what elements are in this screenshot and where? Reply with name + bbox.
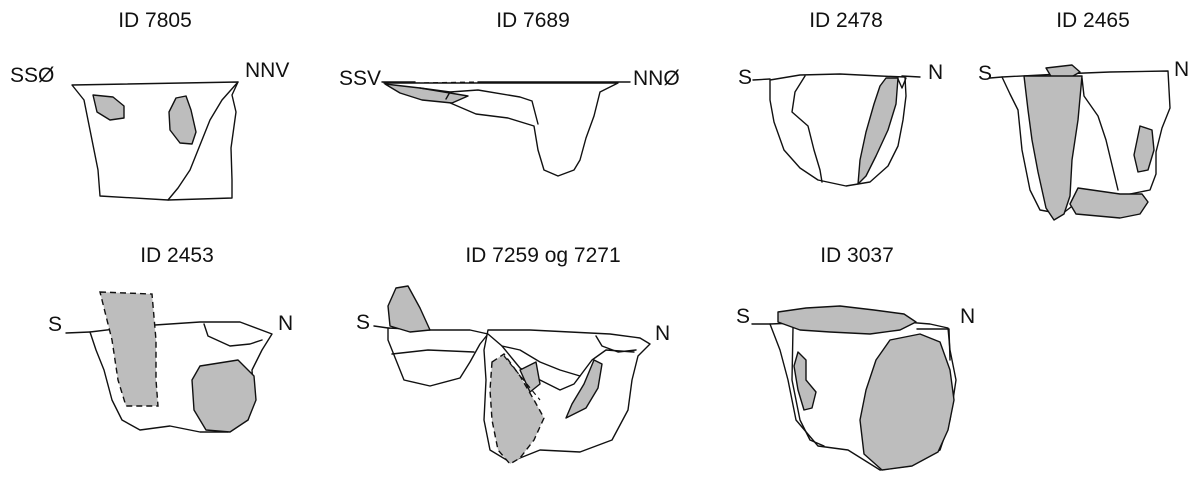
stone-feature: [168, 95, 197, 145]
orientation-right: N: [278, 312, 293, 335]
section-title: ID 2465: [1056, 9, 1130, 32]
section-title: ID 2478: [809, 9, 883, 32]
section-id-7259-og-7271: ID 7259 og 7271 S N: [356, 244, 670, 465]
layer-boundary: [916, 328, 951, 361]
surface-line: [901, 75, 921, 78]
layer-boundary: [391, 349, 475, 355]
orientation-right: NNV: [245, 59, 289, 82]
layer-boundary: [791, 75, 823, 183]
layer-boundary: [595, 335, 637, 353]
orientation-right: NNØ: [633, 67, 680, 90]
stone-feature: [1133, 125, 1155, 173]
section-title: ID 7689: [496, 9, 570, 32]
orientation-right: N: [1174, 58, 1189, 81]
stone-feature: [92, 94, 125, 121]
layer-boundary: [897, 77, 907, 89]
section-outline-left: [387, 327, 489, 387]
stone-feature: [387, 285, 431, 333]
layer-boundary: [419, 87, 451, 93]
section-id-2478: ID 2478 S N: [738, 9, 943, 187]
stone-feature: [793, 351, 817, 411]
surface-line: [752, 78, 771, 81]
orientation-right: N: [655, 322, 670, 345]
section-id-2453: ID 2453 S N: [48, 244, 293, 433]
layer-boundary: [445, 89, 539, 125]
stone-feature: [1023, 75, 1083, 221]
dashed-boundary: [503, 355, 541, 401]
section-id-3037: ID 3037 S N: [736, 244, 975, 471]
section-id-7805: ID 7805 SSØ NNV: [10, 9, 289, 201]
section-title: ID 7259 og 7271: [465, 244, 620, 267]
stone-feature: [857, 77, 899, 185]
orientation-left: SSØ: [10, 64, 54, 87]
stone-feature-dashed: [99, 291, 159, 407]
section-title: ID 7805: [118, 9, 192, 32]
orientation-left: SSV: [339, 67, 381, 90]
orientation-right: N: [928, 61, 943, 84]
orientation-left: S: [738, 66, 752, 89]
surface-line: [65, 331, 91, 334]
surface-line: [989, 76, 1003, 79]
stone-feature: [191, 359, 257, 433]
orientation-left: S: [736, 305, 750, 328]
orientation-left: S: [356, 311, 370, 334]
orientation-left: S: [48, 313, 62, 336]
stone-feature-dashed: [489, 353, 545, 465]
surface-line: [373, 325, 389, 329]
section-id-7689: ID 7689 SSV NNØ: [339, 9, 680, 177]
stone-feature: [519, 361, 541, 393]
layer-boundary: [791, 327, 825, 447]
layer-boundary: [203, 323, 263, 347]
section-title: ID 3037: [820, 244, 894, 267]
orientation-left: S: [978, 62, 992, 85]
layer-boundary: [487, 333, 635, 391]
section-outline: [383, 82, 619, 177]
stone-feature: [1069, 187, 1149, 219]
section-title: ID 2453: [140, 244, 214, 267]
stone-feature: [777, 305, 917, 335]
stone-feature: [859, 333, 955, 471]
orientation-right: N: [960, 305, 975, 328]
layer-boundary: [1081, 77, 1119, 191]
section-id-2465: ID 2465 S N: [978, 9, 1189, 221]
layer-boundary: [167, 81, 239, 201]
stone-feature: [565, 359, 603, 419]
layer-boundary: [501, 345, 581, 377]
